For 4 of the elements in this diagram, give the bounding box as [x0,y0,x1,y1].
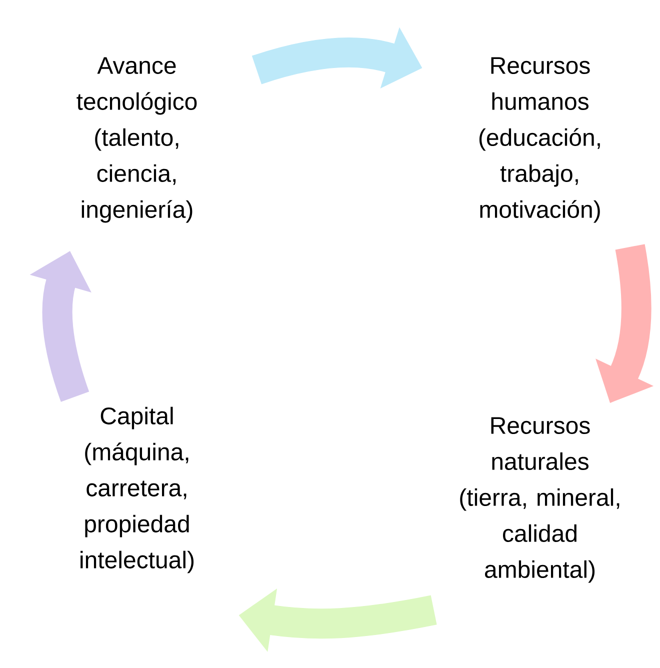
node-label: Avance tecnológico (talento, ciencia, ingeniería) [76,57,197,223]
node-label: Recursos naturales (tierra, mineral, calidad ambiental) [460,417,620,583]
node-label: Recursos humanos (educación, trabajo, motivación) [479,57,600,223]
node-label: Capital (máquina, carretera, propiedad intelectual) [80,406,194,574]
